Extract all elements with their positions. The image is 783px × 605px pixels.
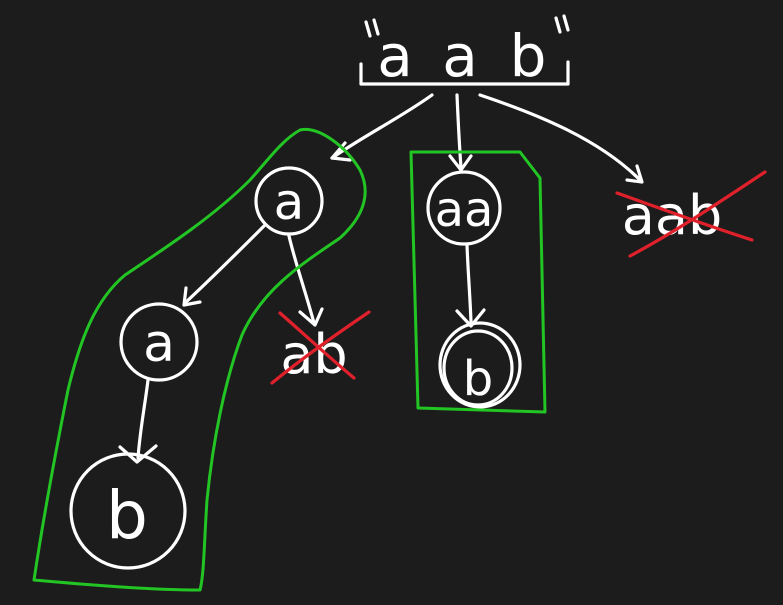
node-a-level2-circle [119,302,199,382]
node-a-level1: a [254,166,324,236]
node-a-level1-label: a [274,173,305,231]
arrowhead-a-to-ab [298,307,324,327]
node-aa-level1-circle [426,170,502,246]
node-aab-level1: aab [615,170,767,258]
valid-path-highlight-left [32,127,367,592]
node-aab-level1-label: aab [622,184,722,247]
node-b-under-aa-circle-inner [442,329,514,407]
node-b-level3-label: b [106,477,148,554]
node-b-level3-circle [69,452,187,570]
arrow-root-to-aab [478,93,642,182]
cross-out-ab [270,310,371,385]
arrowhead-root-to-aab [625,164,644,184]
aa-arrows [455,243,486,328]
arrow-a-to-ab [287,234,316,325]
arrow-a-to-a [183,224,266,305]
node-b-under-aa-label: b [463,351,493,407]
root-arrows [330,93,644,184]
node-b-level3: b [69,452,187,570]
arrowhead-aa-to-b [455,308,486,328]
node-aa-level1-label: aa [435,182,494,238]
node-b-under-aa-circle-outer [438,321,522,409]
open-quote-mark [364,18,380,38]
arrowhead-a-to-a [182,286,202,307]
a-level2-arrows [118,378,158,464]
close-quote-mark [554,14,570,34]
root-char-1: a [377,22,413,90]
root-bracket [359,60,570,86]
arrowhead-root-to-aa [448,154,473,172]
node-aa-level1: aa [426,170,502,246]
valid-path-highlight-middle [409,150,547,414]
root-char-3: b [510,22,547,90]
arrow-root-to-aa [455,93,463,170]
arrow-aa-to-b [465,243,473,324]
arrow-a-to-b [136,378,150,460]
a-level1-arrows [182,224,324,327]
node-b-under-aa: b [438,321,522,409]
arrow-root-to-a [330,93,434,160]
arrowhead-a-to-b [118,444,158,464]
root-char-2: a [442,22,478,90]
cross-out-aab [615,170,767,258]
node-a-level1-circle [254,166,324,236]
node-a-level2: a [119,302,199,382]
node-ab-level2: ab [270,310,371,386]
node-a-level2-label: a [143,314,175,374]
root-string: a a b [359,14,570,90]
